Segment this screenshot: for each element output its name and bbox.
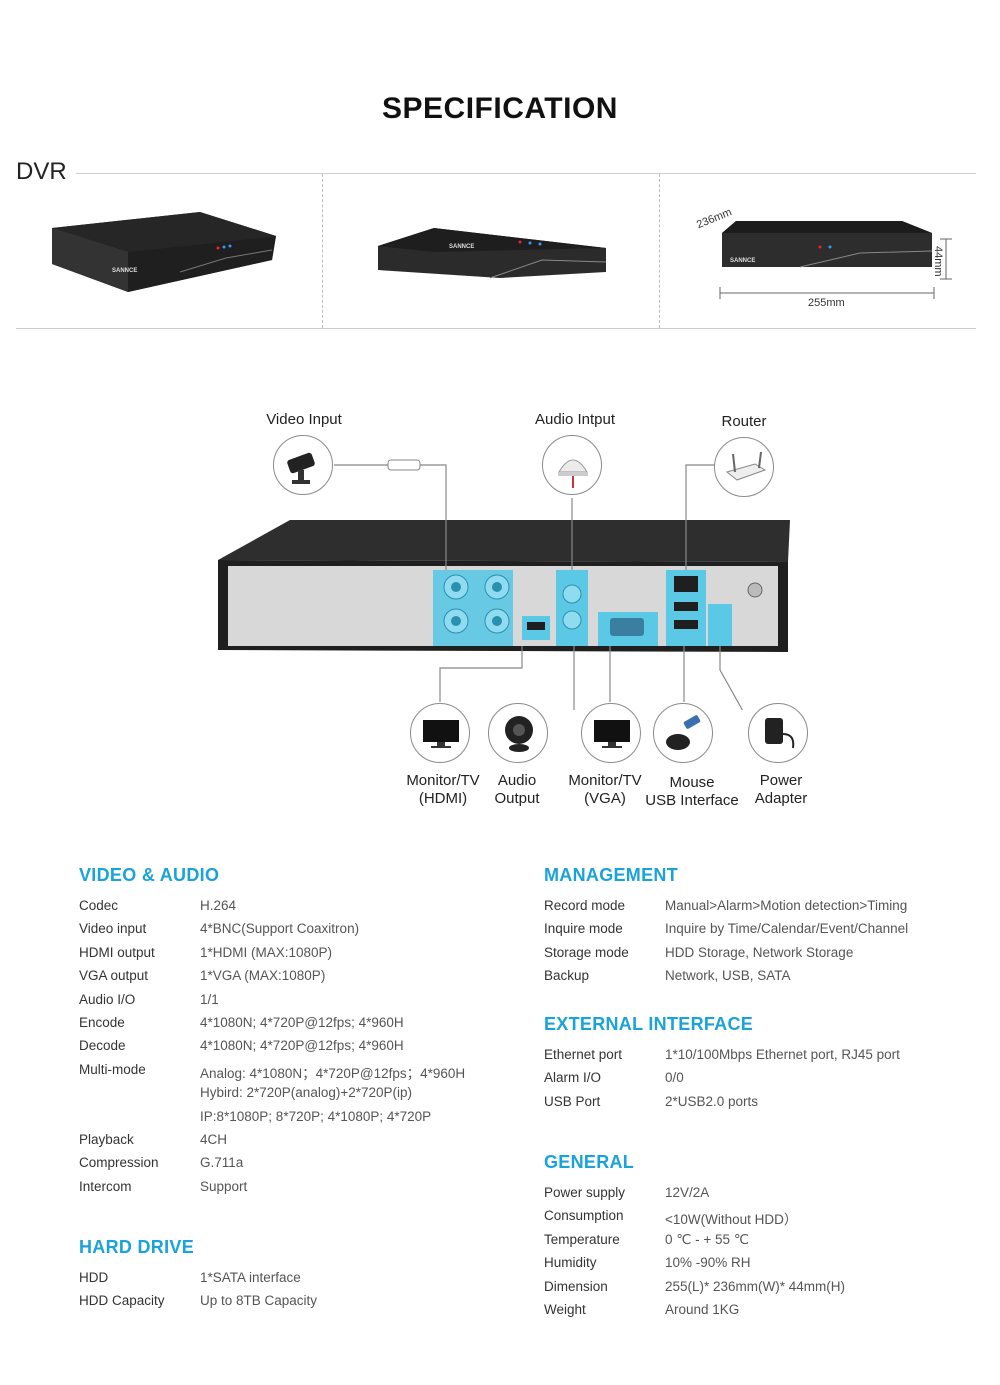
bottom-divider: [16, 328, 976, 329]
spec-value: Around 1KG: [665, 1302, 740, 1317]
spec-value: <10W(Without HDD）: [665, 1212, 798, 1228]
dvr-angled-view: [52, 212, 276, 292]
spec-value: 1*VGA (MAX:1080P): [200, 968, 326, 984]
spec-value: Manual>Alarm>Motion detection>Timing: [665, 898, 908, 913]
label-audio-input: Audio Intput: [534, 411, 616, 428]
spec-key: HDD: [79, 1270, 109, 1285]
spec-key: Humidity: [544, 1255, 597, 1271]
spec-value: Hybird: 2*720P(analog)+2*720P(ip): [200, 1085, 413, 1101]
monitor-vga-icon: [581, 703, 641, 763]
top-divider: [76, 173, 976, 174]
spec-key: Playback: [79, 1132, 134, 1147]
spec-key: Inquire mode: [544, 921, 623, 937]
connection-diagram: [218, 459, 790, 710]
label-monitor-vga: Monitor/TV (VGA): [568, 772, 642, 807]
height-dimension-label: 44mm: [932, 246, 944, 277]
label-power-adapter: Power Adapter: [754, 772, 808, 807]
spec-key: Intercom: [79, 1178, 132, 1194]
spec-value: Inquire by Time/Calendar/Event/Channel: [665, 921, 909, 937]
spec-key: HDMI output: [79, 944, 155, 960]
dvr-side-view: [378, 228, 607, 279]
mouse-usb-icon: [653, 703, 713, 763]
page-title: SPECIFICATION: [382, 92, 618, 125]
device-brand-3: SANNCE: [730, 258, 756, 264]
spec-value: 12V/2A: [665, 1185, 710, 1200]
microphone-icon: [542, 435, 602, 495]
spec-value: Analog: 4*1080N；4*720P@12fps；4*960H: [200, 1065, 466, 1081]
label-video-input: Video Input: [266, 411, 342, 428]
label-audio-output: Audio Output: [494, 772, 540, 807]
spec-value: IP:8*1080P; 8*720P; 4*1080P; 4*720P: [200, 1108, 432, 1124]
spec-key: Codec: [79, 898, 119, 913]
spec-key: Decode: [79, 1038, 126, 1054]
spec-value: 4CH: [200, 1132, 228, 1147]
section-hard-drive-heading: HARD DRIVE: [79, 1237, 195, 1257]
spec-value: H.264: [200, 898, 237, 913]
spec-value: 4*1080N; 4*720P@12fps; 4*960H: [200, 1015, 404, 1030]
camera-icon: [273, 435, 333, 495]
section-general-heading: GENERAL: [544, 1152, 635, 1172]
spec-key: Compression: [79, 1155, 159, 1171]
spec-key: Audio I/O: [79, 991, 136, 1007]
spec-value: 1*HDMI (MAX:1080P): [200, 944, 333, 960]
spec-value: 1*SATA interface: [200, 1270, 301, 1285]
spec-value: HDD Storage, Network Storage: [665, 944, 854, 960]
spec-key: Weight: [544, 1302, 586, 1317]
spec-key: Record mode: [544, 898, 626, 913]
monitor-hdmi-icon: [410, 703, 470, 763]
spec-value: 2*USB2.0 ports: [665, 1093, 759, 1109]
spec-key: Dimension: [544, 1278, 608, 1294]
spec-value: Support: [200, 1178, 248, 1194]
power-adapter-icon: [748, 703, 808, 763]
spec-value: 4*BNC(Support Coaxitron): [200, 921, 360, 937]
spec-key: Video input: [79, 921, 147, 937]
spec-value: 1/1: [200, 991, 219, 1007]
spec-value: 1*10/100Mbps Ethernet port, RJ45 port: [665, 1047, 900, 1062]
spec-key: Ethernet port: [544, 1047, 623, 1062]
spec-value: G.711a: [200, 1155, 244, 1171]
spec-value: 4*1080N; 4*720P@12fps; 4*960H: [200, 1038, 404, 1054]
spec-key: USB Port: [544, 1093, 601, 1109]
section-video-audio-heading: VIDEO & AUDIO: [79, 865, 220, 885]
spec-key: VGA output: [79, 968, 149, 984]
spec-key: Encode: [79, 1015, 125, 1030]
spec-key: Consumption: [544, 1208, 624, 1224]
spec-value: Up to 8TB Capacity: [200, 1293, 318, 1309]
spec-value: 10% -90% RH: [665, 1255, 751, 1271]
spec-key: HDD Capacity: [79, 1293, 165, 1309]
router-icon: [714, 437, 774, 497]
panel-divider-1: [322, 174, 323, 328]
label-mouse-usb: Mouse USB Interface: [645, 774, 739, 809]
section-management-heading: MANAGEMENT: [544, 865, 678, 885]
section-external-interface-heading: EXTERNAL INTERFACE: [544, 1014, 754, 1034]
spec-key: Backup: [544, 968, 590, 984]
label-monitor-hdmi: Monitor/TV (HDMI): [406, 772, 480, 807]
spec-value: 255(L)* 236mm(W)* 44mm(H): [665, 1278, 846, 1294]
speaker-icon: [488, 703, 548, 763]
spec-key: Power supply: [544, 1185, 626, 1200]
spec-value: 0/0: [665, 1070, 684, 1086]
spec-key: Storage mode: [544, 944, 629, 960]
device-brand-1: SANNCE: [112, 268, 138, 274]
spec-key: Multi-mode: [79, 1061, 146, 1077]
dvr-section-label: DVR: [16, 158, 67, 185]
spec-value: Network, USB, SATA: [665, 968, 791, 984]
label-router: Router: [721, 413, 767, 430]
width-dimension-label: 255mm: [808, 297, 845, 309]
dvr-front-dimension-view: [719, 221, 952, 299]
device-brand-2: SANNCE: [449, 244, 475, 250]
spec-value: 0 ℃ - + 55 ℃: [665, 1231, 749, 1247]
spec-key: Temperature: [544, 1231, 620, 1247]
panel-divider-2: [659, 174, 660, 328]
spec-key: Alarm I/O: [544, 1070, 602, 1086]
